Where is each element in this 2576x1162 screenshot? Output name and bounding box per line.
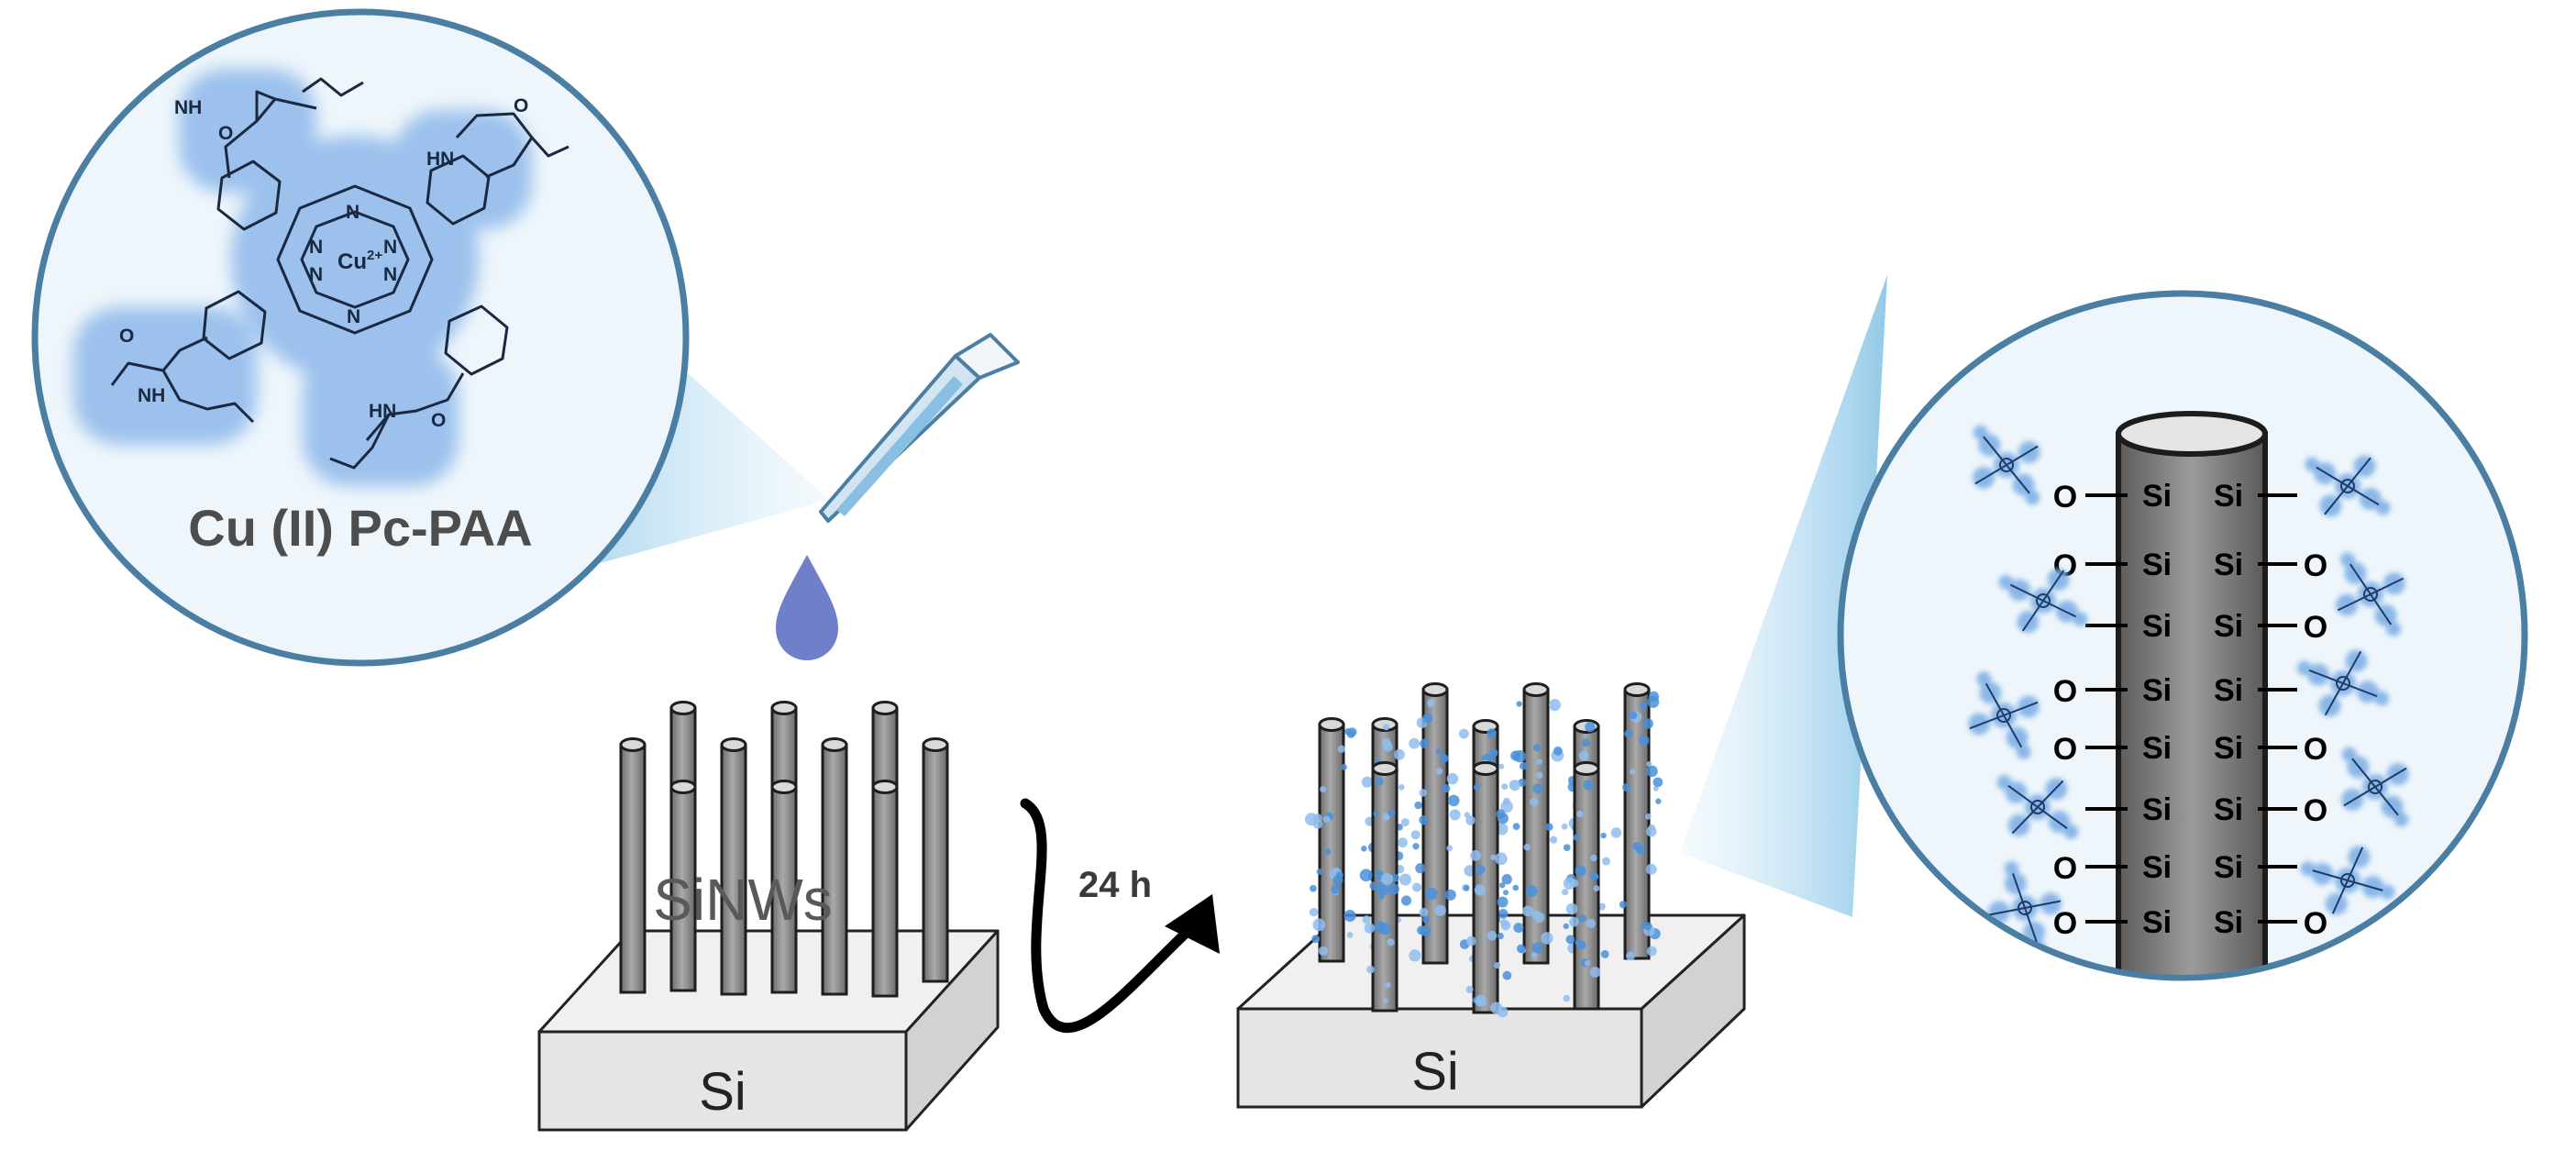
pipette-icon: [819, 333, 1020, 523]
attached-molecule: [1968, 671, 2040, 759]
oxygen-atom-label: O: [2304, 548, 2327, 583]
oxygen-atom-label: O: [2053, 674, 2077, 709]
attached-molecule: [1973, 425, 2040, 505]
duration-label: 24 h: [1078, 865, 1152, 905]
attached-molecule: [2305, 455, 2391, 517]
curved-arrow-icon: [1020, 798, 1220, 1034]
coated-nanowire-substrate: Si: [1236, 682, 1746, 1109]
oxygen-atom-label: O: [2304, 793, 2327, 828]
nanowire-top: [2116, 411, 2268, 457]
silicon-atom-label: Si: [2142, 609, 2172, 644]
oxygen-atom-label: O: [431, 410, 446, 431]
substrate-label: Si: [699, 1062, 746, 1122]
silicon-atom-label: Si: [2214, 850, 2243, 885]
coated-nanowire: [1304, 717, 1357, 963]
silicon-atom-label: Si: [2214, 548, 2243, 582]
silicon-atom-label: Si: [2142, 850, 2172, 885]
silicon-atom-label: Si: [2214, 792, 2243, 827]
oxygen-atom-label: O: [218, 123, 233, 144]
amide-label: NH: [138, 385, 165, 406]
silicon-atom-label: Si: [2214, 609, 2243, 644]
si-o-bond-row: Si Si O: [2053, 479, 2297, 515]
zoom-cone-right: [1680, 275, 1887, 917]
silicon-atom-label: Si: [2142, 479, 2172, 514]
molecule-name: Cu (II) Pc-PAA: [188, 499, 532, 557]
si-o-bond-row: Si Si O: [2053, 673, 2297, 709]
coated-nanowire: [1464, 761, 1513, 1018]
attached-molecule: [2341, 747, 2409, 827]
coated-nanowire: [1509, 682, 1564, 965]
silicon-atom-label: Si: [2214, 731, 2243, 766]
silicon-atom-label: Si: [2142, 731, 2172, 766]
attached-molecule: [2296, 649, 2390, 717]
copper-ion-label: Cu2+: [337, 248, 382, 274]
coated-nanowire: [1359, 761, 1412, 1013]
coated-nanowire: [1610, 682, 1664, 961]
attached-molecule: [2336, 552, 2405, 636]
si-o-bond-row: Si Si O: [2085, 609, 2327, 645]
silicon-atom-label: Si: [2214, 905, 2243, 940]
nanowire: [871, 780, 899, 998]
silicon-atom-label: Si: [2142, 673, 2172, 708]
nitrogen-atom-label: N: [309, 237, 323, 258]
nanowires-label: SiNWs: [653, 867, 833, 933]
molecule-zoom-circle: N N N N N N O NH O HN O NH O HN Cu2+ Cu …: [31, 8, 690, 667]
nanowire: [821, 737, 848, 996]
nanowire-body: [2116, 431, 2268, 975]
nanowire: [922, 737, 949, 983]
oxygen-atom-label: O: [2053, 851, 2077, 886]
silicon-atom-label: Si: [2214, 673, 2243, 708]
silicon-atom-label: Si: [2142, 548, 2172, 582]
silicon-atom-label: Si: [2142, 905, 2172, 940]
silicon-atom-label: Si: [2142, 792, 2172, 827]
nanowire: [770, 780, 798, 994]
si-o-bond-row: Si Si O: [2053, 850, 2297, 886]
bare-nanowire-substrate: Si SiNWs: [537, 701, 1000, 1132]
oxygen-atom-label: O: [2304, 610, 2327, 645]
nanowire: [669, 780, 697, 992]
silicon-atom-label: Si: [2214, 479, 2243, 514]
oxygen-atom-label: O: [2304, 906, 2327, 941]
amide-label: HN: [426, 149, 454, 170]
attached-molecule: [1998, 568, 2088, 634]
oxygen-atom-label: O: [514, 95, 528, 116]
nitrogen-atom-label: N: [309, 264, 323, 285]
oxygen-atom-label: O: [2053, 480, 2077, 515]
nitrogen-atom-label: N: [383, 264, 397, 285]
nitrogen-atom-label: N: [383, 237, 397, 258]
molecule-structure: N N N N N N O NH O HN O NH O HN Cu2+: [73, 69, 569, 486]
coated-nanowire: [1409, 682, 1461, 965]
nanowire: [619, 737, 647, 994]
droplet-icon: [776, 555, 838, 660]
substrate-label: Si: [1411, 1042, 1459, 1101]
nitrogen-atom-label: N: [347, 306, 360, 327]
nitrogen-atom-label: N: [346, 202, 359, 223]
coated-nanowire: [1561, 761, 1609, 1011]
oxygen-atom-label: O: [2053, 732, 2077, 767]
oxygen-atom-label: O: [2304, 732, 2327, 767]
nanowire: [720, 737, 747, 996]
si-o-bond-row: Si Si O O: [2053, 731, 2327, 767]
amide-label: HN: [369, 401, 396, 422]
attached-molecule: [1996, 775, 2079, 839]
attached-molecule: [2300, 846, 2395, 915]
attached-molecule: [1987, 861, 2062, 955]
oxygen-atom-label: O: [119, 326, 134, 347]
si-o-bond-row: Si Si O: [2085, 792, 2327, 828]
amide-label: NH: [174, 97, 202, 118]
